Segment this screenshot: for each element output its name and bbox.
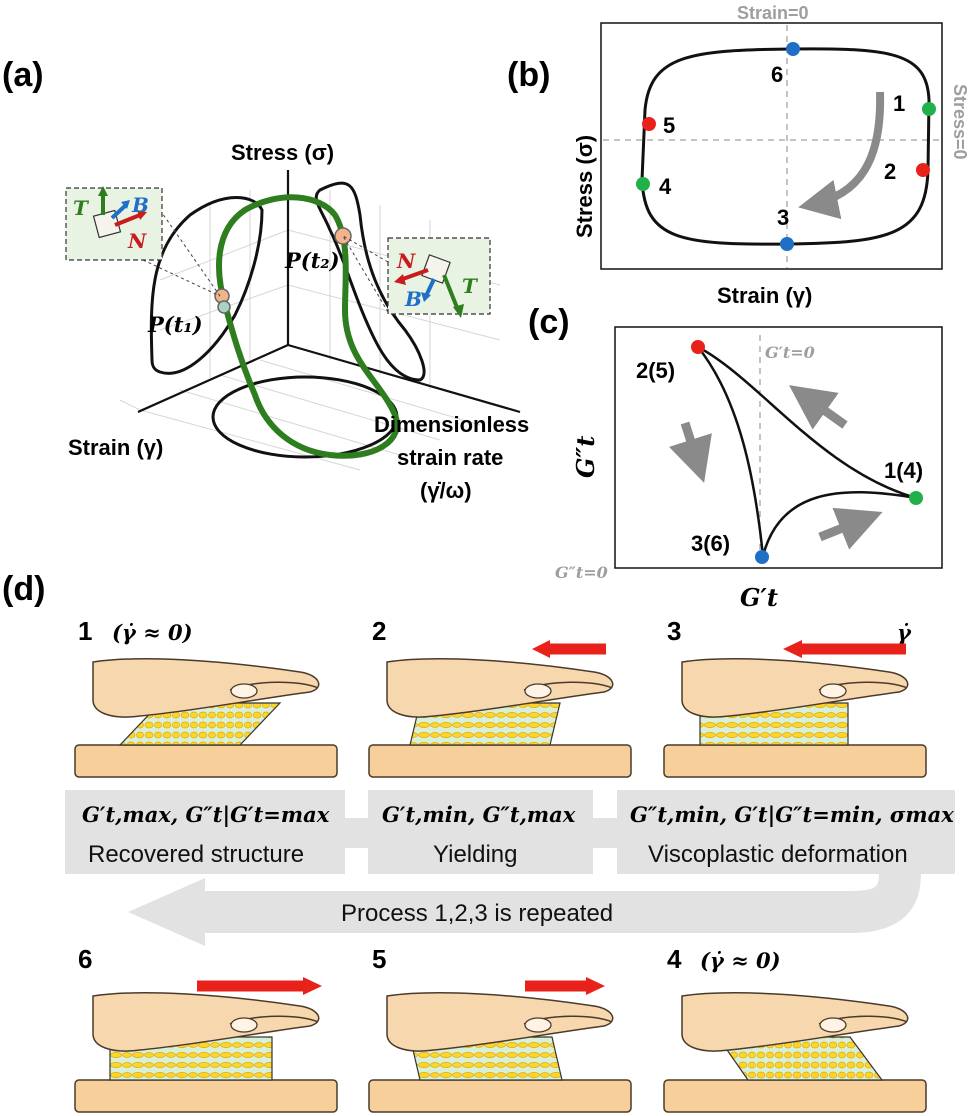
panel-a-trajectory [216,194,400,459]
step-3-arrow-head [783,640,802,658]
box-3 [617,790,955,874]
scene-5 [368,992,632,1113]
step-1-number: 1 [78,616,92,646]
panel-c-frame [614,326,943,569]
panel-a-N-left: N [127,229,147,253]
panel-a-rate-label-2: strain rate [397,445,503,470]
step-2-arrow-head [532,640,550,658]
box-1-label: Recovered structure [88,841,304,868]
panel-b-xlabel: Strain (γ) [717,283,812,308]
panel-c-point-1 [909,491,923,505]
panel-c-point-3 [755,550,769,564]
panel-a-stress-label: Stress (σ) [231,140,334,165]
panel-a-leader-right [342,235,389,313]
panel-c-zero-gpp-label: G″t=0 [555,563,608,582]
scene-4 [663,992,927,1113]
panel-c-zero-gp-label: G′t=0 [765,343,815,362]
panel-c-label-1: 1(4) [884,458,923,483]
panel-a-frame-right [394,254,464,318]
panel-c-label-3: 3(6) [691,531,730,556]
panel-a-point-t2 [334,227,352,245]
step-3-rate-symbol: γ̇ [897,620,912,645]
panel-d-letter: (d) [2,570,45,608]
step-6-number: 6 [78,944,92,974]
panel-b-label-4: 4 [659,174,672,199]
panel-a-letter: (a) [2,56,44,94]
panel-b-direction-arrow [798,91,885,220]
panel-a-projection-bottom [211,375,399,459]
panel-b-zero-strain-label: Strain=0 [737,3,809,23]
box-2-formula: G′t,min, G″t,max [382,802,576,827]
panel-a-pt2-label: P(t₂) [284,248,340,273]
panel-a-pt1-label: P(t₁) [147,312,203,337]
panel-a-B-left: B [131,193,149,217]
step-1-condition: (γ̇ ≈ 0) [112,620,193,645]
panel-c-ylabel: G″t [571,436,600,478]
panel-b-point-1 [922,102,936,116]
panel-b-frame [600,22,943,270]
panel-a-point-t1b [217,300,231,314]
panel-b-label-3: 3 [777,205,789,230]
scene-2 [368,658,632,778]
panel-b-zero-stress-label: Stress=0 [950,84,970,160]
step-4-number: 4 [667,944,682,974]
panel-b-ylabel: Stress (σ) [572,135,597,238]
panel-b-point-2 [916,163,930,177]
panel-b-letter: (b) [507,56,550,94]
repeat-arrow-body [200,872,921,933]
step-4-condition: (γ̇ ≈ 0) [700,948,781,973]
panel-b-label-2: 2 [884,159,896,184]
step-6-arrow-head [303,977,322,995]
box-2 [368,790,593,874]
step-5-number: 5 [372,944,386,974]
panel-a-B-right: B [404,287,422,311]
repeat-label: Process 1,2,3 is repeated [341,900,613,927]
repeat-arrow-head [128,878,205,946]
panel-b-point-5 [642,117,656,131]
panel-c-arrow-down [668,421,712,483]
panel-c-arrow-right [818,507,883,550]
panel-c-point-2 [691,340,705,354]
panel-c-xlabel: G′t [740,583,778,612]
panel-a-T-left: T [73,196,90,220]
box-connector-23 [593,818,617,848]
box-1-formula: G′t,max, G″t|G′t=max [82,802,330,827]
panel-c-label-2: 2(5) [636,358,675,383]
box-1 [65,790,345,874]
panel-a-rate-label-1: Dimensionless [374,412,529,437]
step-3-number: 3 [667,616,681,646]
scene-6 [74,992,338,1113]
panel-a-projection-right [314,181,426,382]
panel-b-point-6 [786,42,800,56]
panel-a-frame-left [92,186,147,239]
panel-c-curve [697,345,917,557]
step-2-number: 2 [372,616,386,646]
scene-1 [74,658,338,778]
panel-a-projection-left [149,196,264,375]
panel-a-N-right: N [396,249,416,273]
panel-b-label-1: 1 [893,91,905,116]
panel-a-strain-label: Strain (γ) [68,435,163,460]
panel-a-rate-label-3: (γ̇/ω) [420,478,472,503]
box-connector-12 [345,818,368,848]
panel-c-letter: (c) [528,303,570,341]
step-5-arrow-head [586,977,605,995]
scene-3 [663,658,927,778]
panel-a-leader-left [142,209,221,297]
panel-a-T-right: T [462,274,479,298]
panel-c-arrow-up [788,385,848,430]
panel-b-label-5: 5 [663,113,675,138]
box-3-label: Viscoplastic deformation [648,841,908,868]
panel-b-label-6: 6 [771,62,783,87]
panel-b-point-4 [636,177,650,191]
panel-b-point-3 [780,237,794,251]
box-3-formula: G″t,min, G′t|G″t=min, σmax [630,802,954,827]
box-2-label: Yielding [433,841,518,868]
